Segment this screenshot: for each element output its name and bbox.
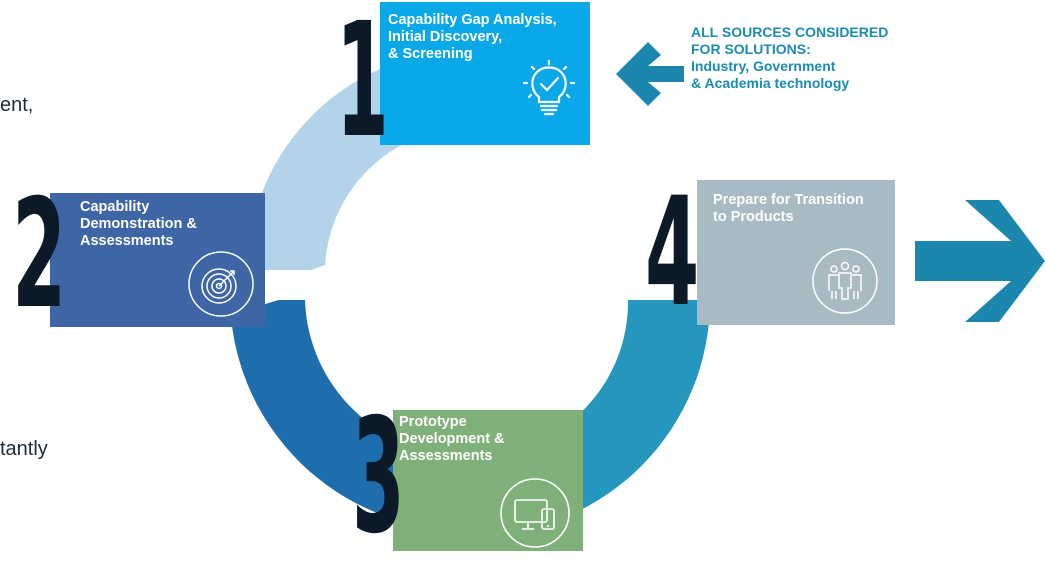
step-3-box: Prototype Development & Assessments bbox=[393, 410, 583, 551]
step-1-number: 1 bbox=[336, 0, 389, 173]
step-3-number: 3 bbox=[352, 385, 405, 569]
step-2-label: Capability Demonstration & Assessments bbox=[80, 199, 197, 249]
sources-note-line-4: & Academia technology bbox=[691, 75, 850, 91]
sources-note: ALL SOURCES CONSIDERED FOR SOLUTIONS: In… bbox=[691, 24, 888, 92]
arrow-right-icon bbox=[915, 198, 1045, 329]
step-4-number: 4 bbox=[645, 166, 700, 340]
cropped-text-top: ent, bbox=[0, 94, 34, 116]
arrow-left-icon bbox=[614, 38, 686, 115]
step-2-number: 2 bbox=[12, 168, 67, 342]
step-4-box: Prepare for Transition to Products bbox=[697, 180, 895, 325]
process-cycle-diagram: ent, tantly Capability Gap Analysis, Ini… bbox=[0, 0, 1045, 556]
step-1-label: Capability Gap Analysis, Initial Discove… bbox=[388, 12, 557, 62]
lightbulb-check-icon bbox=[521, 59, 577, 124]
sources-note-line-3: Industry, Government bbox=[691, 58, 836, 74]
step-4-label: Prepare for Transition to Products bbox=[713, 192, 864, 225]
target-icon bbox=[186, 249, 256, 324]
sources-note-line-1: ALL SOURCES CONSIDERED bbox=[691, 24, 889, 40]
devices-icon bbox=[498, 476, 572, 555]
step-3-label: Prototype Development & Assessments bbox=[399, 414, 505, 464]
step-2-box: Capability Demonstration & Assessments bbox=[50, 193, 265, 327]
team-icon bbox=[810, 246, 880, 321]
cropped-text-bottom: tantly bbox=[0, 438, 48, 460]
sources-note-line-2: FOR SOLUTIONS: bbox=[691, 41, 811, 57]
step-1-box: Capability Gap Analysis, Initial Discove… bbox=[380, 2, 590, 145]
